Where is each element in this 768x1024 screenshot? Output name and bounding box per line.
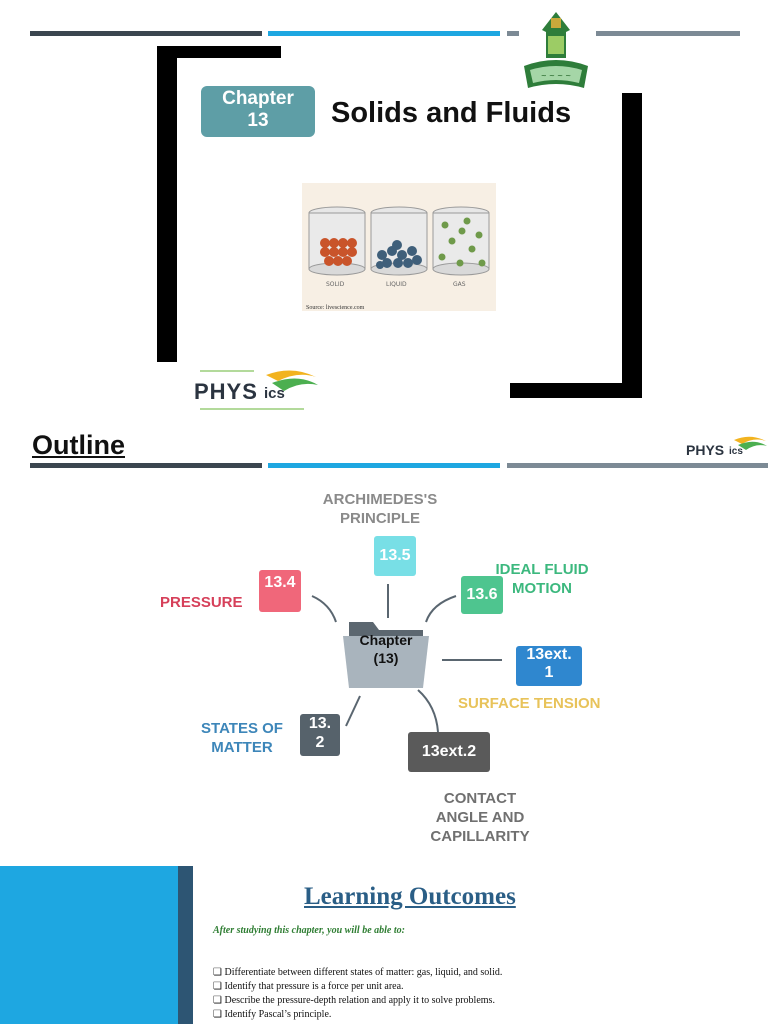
outcome-item: ❏ Identify Pascal’s principle. [213, 1008, 502, 1022]
label-archimedes-line2: PRINCIPLE [339, 510, 420, 527]
checkbox-icon: ❏ [213, 981, 225, 992]
center-folder: Chapter (13) [343, 622, 429, 688]
image-source: Source: livescience.com [306, 305, 365, 311]
slide-2: Outline PHYS ics Chapter (13) ARCHIME [0, 420, 768, 860]
label-contact-line3: CAPILLARITY [430, 828, 530, 845]
outline-bar-middle [268, 463, 500, 468]
outline-bar-left [30, 463, 262, 468]
chapter-badge-line1: Chapter [222, 88, 294, 109]
label-pressure: PRESSURE [160, 594, 243, 611]
top-bar-left [30, 31, 262, 36]
frame-bracket-right-horizontal [510, 383, 642, 398]
svg-text:~ ~ ~ ~: ~ ~ ~ ~ [541, 72, 571, 80]
label-states-line2: MATTER [211, 739, 273, 756]
node-13-2[interactable]: 13. 2 [300, 714, 340, 756]
label-surface-tension: SURFACE TENSION [458, 695, 601, 712]
label-ideal-fluid-line2: MOTION [512, 580, 572, 597]
label-states-of-matter: STATES OF MATTER [190, 719, 294, 757]
node-13-2-line1: 13. [308, 715, 332, 732]
center-label-line1: Chapter [359, 632, 413, 648]
outline-title: Outline [32, 430, 125, 460]
center-label-line2: (13) [373, 650, 399, 666]
top-bar-right-short [507, 31, 519, 36]
physics-logo: PHYS ics [194, 363, 320, 417]
frame-bracket-left-vertical [157, 46, 177, 362]
top-bar-middle [268, 31, 500, 36]
label-ideal-fluid: IDEAL FLUID MOTION [490, 560, 594, 598]
outcome-item: ❏ Describe the pressure-depth relation a… [213, 994, 502, 1008]
physics-logo-main: PHYS [194, 379, 258, 404]
label-liquid: LIQUID [386, 281, 407, 288]
folder-icon [343, 622, 429, 688]
label-contact-line2: ANGLE AND [435, 809, 525, 826]
top-bar-right [596, 31, 740, 36]
label-solid: SOLID [326, 281, 345, 288]
label-gas: GAS [453, 281, 466, 288]
node-13-2-line2: 2 [315, 734, 325, 751]
physics-logo-small-main: PHYS [686, 442, 725, 458]
outcome-text: Differentiate between different states o… [224, 967, 503, 978]
node-13ext-1-line1: 13ext. [526, 646, 572, 663]
physics-logo-swoosh-icon [200, 370, 318, 410]
frame-bracket-right-vertical [622, 93, 642, 398]
checkbox-icon: ❏ [213, 1009, 225, 1020]
outcome-item: ❏ Differentiate between different states… [213, 966, 502, 980]
learning-outcomes-intro: After studying this chapter, you will be… [213, 925, 405, 936]
outcome-text: Describe the pressure-depth relation and… [224, 995, 495, 1006]
node-13-6[interactable]: 13.6 [461, 576, 503, 614]
slide-3: Learning Outcomes After studying this ch… [0, 866, 768, 1024]
outcome-item: ❏ Identify that pressure is a force per … [213, 980, 502, 994]
label-ideal-fluid-line1: IDEAL FLUID [495, 561, 589, 578]
outcome-text: Identify that pressure is a force per un… [224, 981, 404, 992]
label-contact-line1: CONTACT [443, 790, 517, 807]
slide-title: Solids and Fluids [331, 97, 572, 129]
outcome-text: Identify Pascal’s principle. [224, 1009, 332, 1020]
physics-logo-small: PHYS ics [686, 432, 768, 464]
checkbox-icon: ❏ [213, 995, 225, 1006]
checkbox-icon: ❏ [213, 967, 225, 978]
learning-outcomes-title: Learning Outcomes [304, 883, 516, 910]
chapter-badge: Chapter 13 [201, 86, 315, 137]
physics-logo-small-swoosh-icon [734, 436, 767, 450]
slide-1: ~ ~ ~ ~ Chapter 13 Solids and Fluids [0, 0, 768, 420]
university-seal-logo: ~ ~ ~ ~ [524, 12, 588, 88]
label-contact-angle: CONTACT ANGLE AND CAPILLARITY [400, 789, 560, 846]
outcomes-list: ❏ Differentiate between different states… [213, 966, 502, 1022]
states-of-matter-image: SOLID LIQUID GAS Source: livescience.com [302, 183, 496, 311]
node-13ext-1[interactable]: 13ext. 1 [516, 646, 582, 686]
node-13-5[interactable]: 13.5 [374, 536, 416, 576]
label-archimedes: ARCHIMEDES'S PRINCIPLE [300, 490, 460, 528]
outline-connectors [311, 584, 502, 733]
frame-bracket-left-horizontal [157, 46, 281, 58]
label-states-line1: STATES OF [201, 720, 283, 737]
physics-logo-suffix: ics [264, 385, 285, 402]
node-13ext-2[interactable]: 13ext.2 [408, 732, 490, 772]
accent-divider [178, 866, 193, 1024]
accent-panel [0, 866, 178, 1024]
physics-logo-small-suffix: ics [729, 446, 743, 457]
node-13ext-1-line2: 1 [544, 664, 554, 681]
label-archimedes-line1: ARCHIMEDES'S [322, 491, 438, 508]
chapter-badge-line2: 13 [247, 110, 269, 131]
node-13-4[interactable]: 13.4 [259, 570, 301, 612]
outline-bar-right [507, 463, 768, 468]
jars-illustration [308, 206, 490, 276]
